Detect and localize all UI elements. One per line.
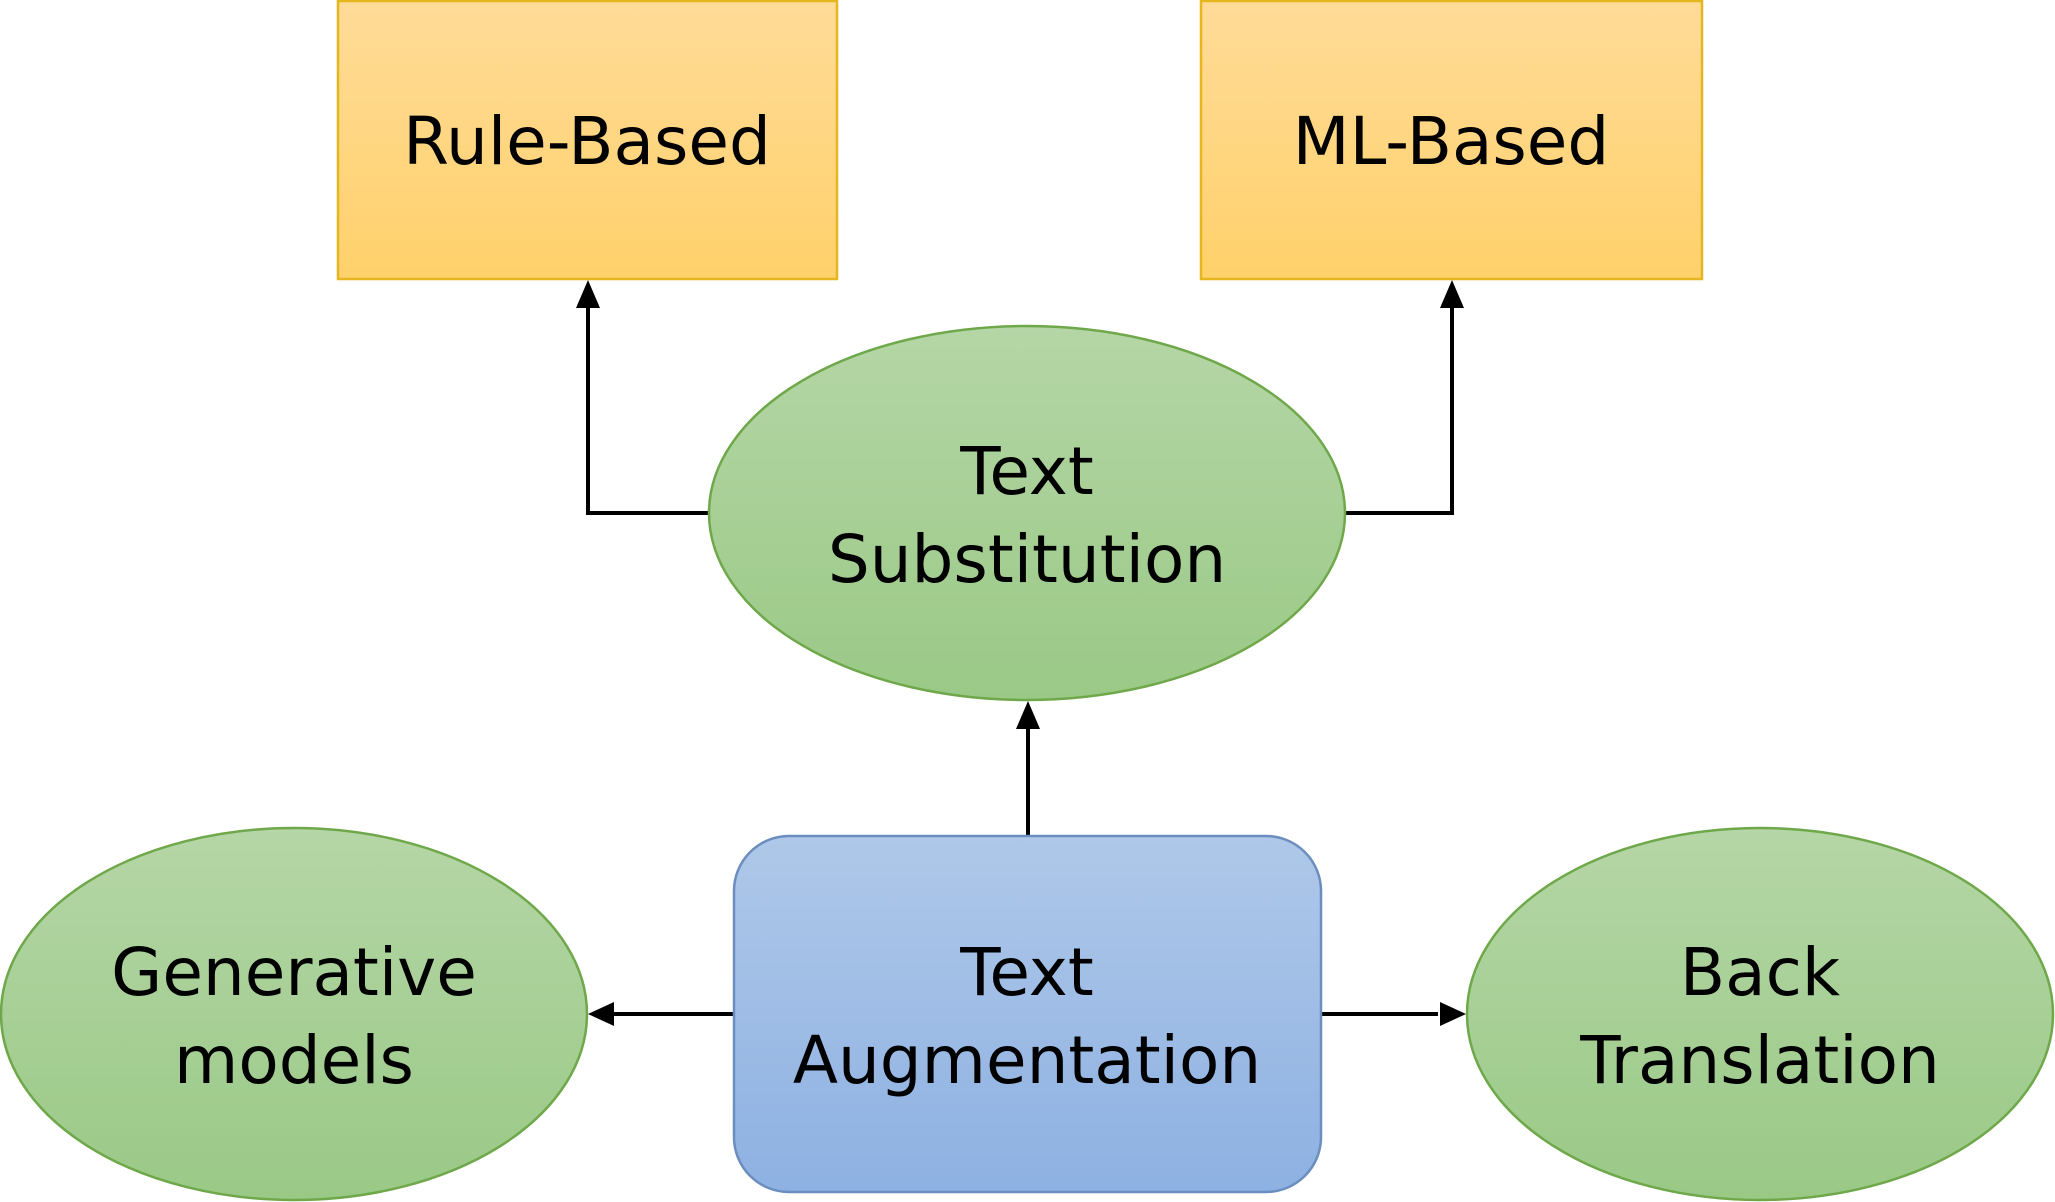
rule-based-box: [336, 0, 839, 281]
text-substitution-label-line1: Text: [959, 433, 1093, 510]
generative-models-ellipse: [0, 826, 589, 1202]
edges: [586, 308, 1454, 1016]
text-substitution-ellipse: [707, 324, 1347, 702]
text-augmentation-label-line1: Text: [959, 934, 1093, 1011]
back-translation-ellipse: [1465, 826, 2055, 1202]
back-translation-label-line2: Translation: [1579, 1022, 1940, 1099]
back-translation-label-line1: Back: [1680, 934, 1841, 1011]
arrowhead-up-icon: [576, 280, 600, 308]
arrowhead-up-icon: [1440, 280, 1464, 308]
generative-models-label-line2: models: [174, 1022, 414, 1099]
node-text-substitution: Text Substitution: [707, 324, 1347, 702]
arrowhead-right-icon: [1440, 1002, 1466, 1026]
node-rule-based: Rule-Based: [336, 0, 839, 281]
ml-based-label: ML-Based: [1293, 103, 1610, 180]
ml-based-box: [1199, 0, 1704, 281]
node-back-translation: Back Translation: [1465, 826, 2055, 1202]
text-augmentation-box: [732, 834, 1323, 1194]
node-text-augmentation: Text Augmentation: [732, 834, 1323, 1194]
text-augmentation-label-line2: Augmentation: [793, 1022, 1261, 1099]
edge-substitution-to-rule-based: [586, 308, 710, 515]
arrowhead-left-icon: [588, 1002, 614, 1026]
node-ml-based: ML-Based: [1199, 0, 1704, 281]
generative-models-label-line1: Generative: [111, 934, 477, 1011]
arrowheads: [576, 280, 1466, 1026]
text-substitution-label-line2: Substitution: [828, 521, 1226, 598]
rule-based-label: Rule-Based: [403, 103, 771, 180]
arrowhead-up-icon: [1016, 701, 1040, 729]
edge-substitution-to-ml-based: [1345, 308, 1454, 515]
node-generative-models: Generative models: [0, 826, 589, 1202]
